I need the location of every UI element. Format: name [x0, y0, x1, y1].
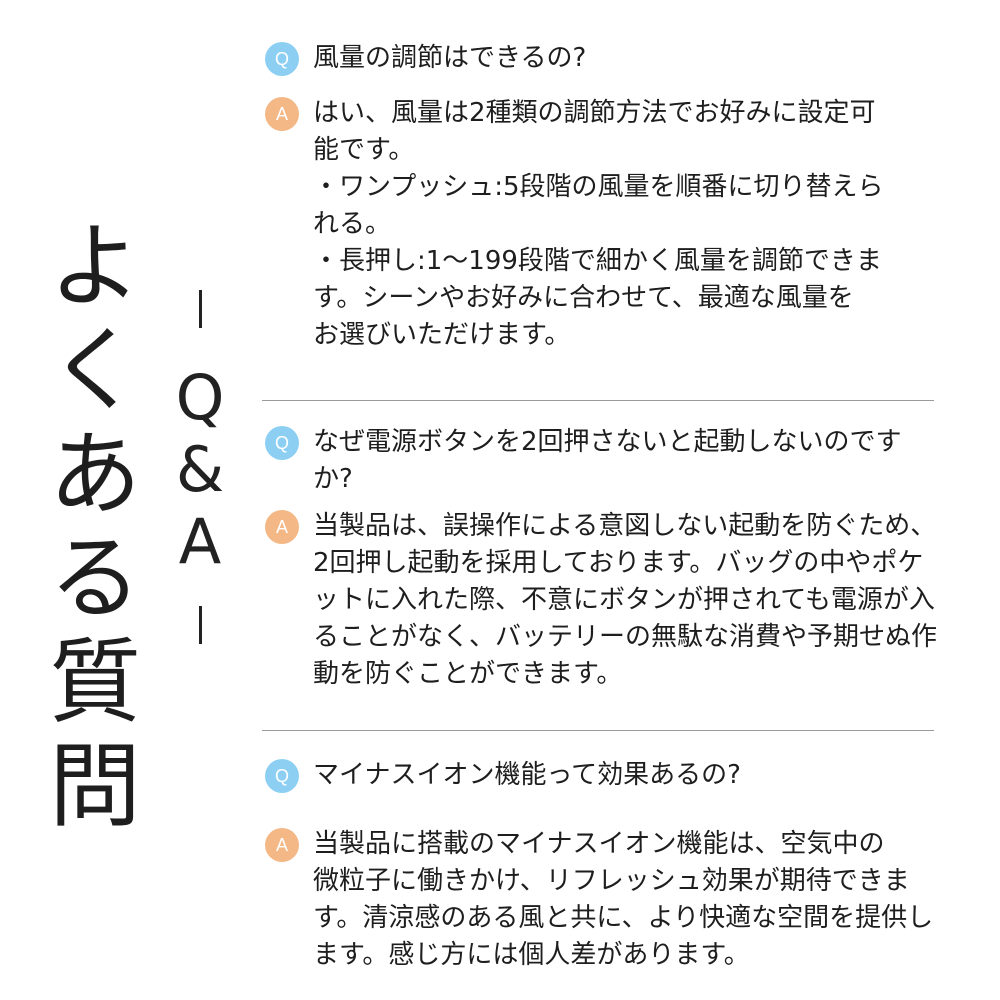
faq-item-1: Q 風量の調節はできるの? A はい、風量は2種類の調節方法でお好みに設定可 能…	[265, 40, 955, 354]
faq-question: Q マイナスイオン機能って効果あるの?	[265, 757, 955, 794]
question-text: 風量の調節はできるの?	[313, 43, 587, 73]
answer-text: はい、風量は2種類の調節方法でお好みに設定可 能です。 ・ワンプッシュ:5段階の…	[313, 98, 884, 350]
title-char: 質	[48, 629, 141, 736]
qa-char: &	[175, 433, 225, 506]
qa-bar-bottom	[198, 606, 202, 644]
faq-question: Q なぜ電源ボタンを2回押さないと起動しないのです か?	[265, 424, 955, 498]
faq-item-2: Q なぜ電源ボタンを2回押さないと起動しないのです か? A 当製品は、誤操作に…	[265, 424, 955, 693]
faq-answer: A 当製品に搭載のマイナスイオン機能は、空気中の 微粒子に働きかけ、リフレッシュ…	[265, 826, 955, 974]
answer-text: 当製品は、誤操作による意図しない起動を防ぐため、 2回押し起動を採用しております…	[313, 511, 938, 689]
title-char: く	[48, 317, 141, 424]
divider	[262, 400, 934, 401]
qa-label: Q & A	[160, 290, 240, 644]
question-text: マイナスイオン機能って効果あるの?	[313, 760, 741, 790]
question-badge: Q	[265, 426, 299, 460]
faq-answer: A 当製品は、誤操作による意図しない起動を防ぐため、 2回押し起動を採用しており…	[265, 508, 955, 693]
question-badge: Q	[265, 759, 299, 793]
divider	[262, 730, 934, 731]
faq-item-3: Q マイナスイオン機能って効果あるの? A 当製品に搭載のマイナスイオン機能は、…	[265, 757, 955, 974]
faq-answer: A はい、風量は2種類の調節方法でお好みに設定可 能です。 ・ワンプッシュ:5段…	[265, 95, 955, 354]
qa-bar-top	[198, 290, 202, 328]
answer-badge: A	[265, 510, 299, 544]
question-badge: Q	[265, 42, 299, 76]
page-title: よ く あ る 質 問	[40, 215, 150, 839]
qa-char: A	[178, 505, 222, 578]
answer-text: 当製品に搭載のマイナスイオン機能は、空気中の 微粒子に働きかけ、リフレッシュ効果…	[313, 829, 934, 970]
qa-char: Q	[175, 361, 225, 434]
title-char: 問	[48, 733, 141, 840]
answer-badge: A	[265, 97, 299, 131]
faq-question: Q 風量の調節はできるの?	[265, 40, 955, 77]
title-char: る	[48, 525, 141, 632]
answer-badge: A	[265, 828, 299, 862]
title-char: よ	[48, 213, 141, 320]
question-text: なぜ電源ボタンを2回押さないと起動しないのです か?	[313, 427, 902, 494]
title-char: あ	[48, 421, 141, 528]
